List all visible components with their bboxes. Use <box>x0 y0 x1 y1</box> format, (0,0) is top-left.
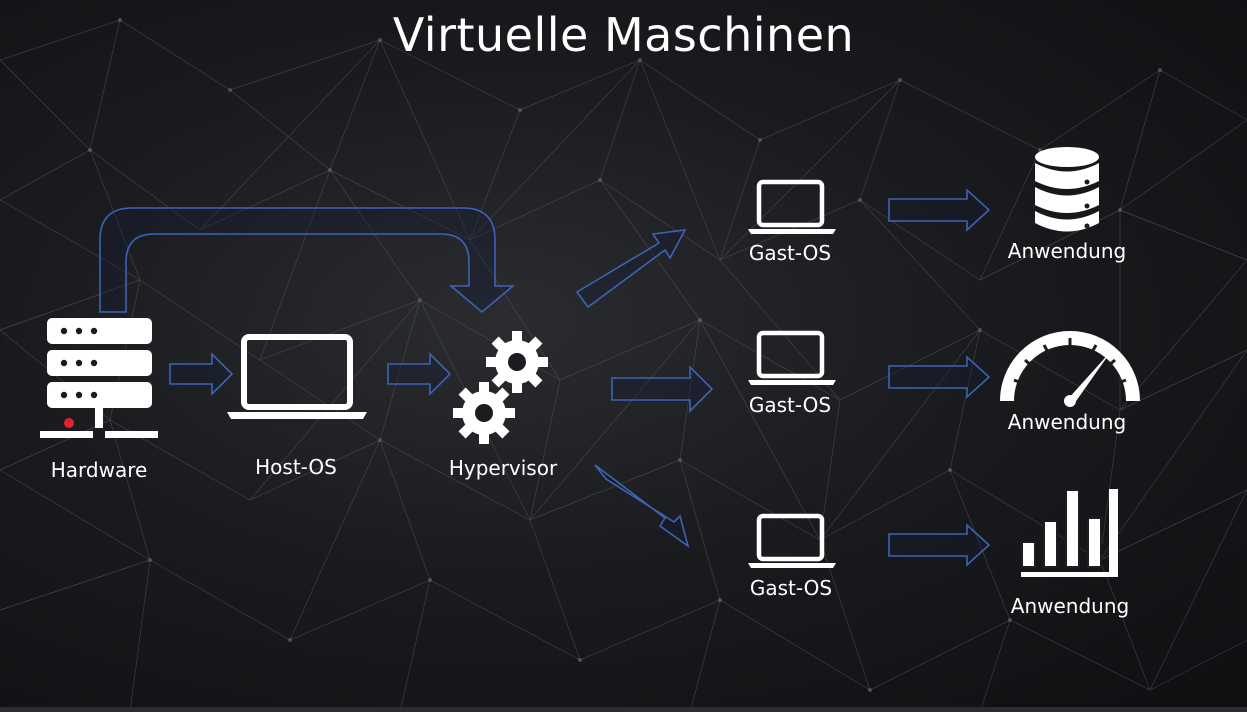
app-label-2: Anwendung <box>1007 410 1127 434</box>
bar-chart-icon <box>1021 489 1118 577</box>
laptop-icon-guest3 <box>748 513 836 568</box>
guest-os-label-2: Gast-OS <box>748 393 832 417</box>
server-icon <box>40 318 158 440</box>
arrow-guest1-app1 <box>888 188 991 232</box>
gears-icon <box>453 331 548 444</box>
hardware-label: Hardware <box>50 458 148 482</box>
laptop-icon-guest1 <box>748 179 836 234</box>
arrow-hardware-hostos <box>169 352 234 396</box>
hypervisor-label: Hypervisor <box>448 456 558 480</box>
laptop-icon-host <box>227 334 367 419</box>
bypass-arrow <box>99 207 516 314</box>
arrow-hostos-hypervisor <box>387 352 452 396</box>
bottom-bar <box>0 707 1247 712</box>
app-label-3: Anwendung <box>1010 594 1130 618</box>
arrow-hypervisor-guest2 <box>611 365 714 413</box>
arrow-guest2-app2 <box>888 355 991 399</box>
guest-os-label-1: Gast-OS <box>748 241 832 265</box>
hardware-led <box>64 418 74 428</box>
database-icon <box>1035 147 1099 232</box>
host-os-label: Host-OS <box>255 455 337 479</box>
arrow-hypervisor-guest1 <box>575 229 687 309</box>
arrow-hypervisor-guest3 <box>594 464 690 548</box>
app-label-1: Anwendung <box>1007 239 1127 263</box>
guest-os-label-3: Gast-OS <box>749 576 833 600</box>
laptop-icon-guest2 <box>748 330 836 385</box>
slide-title: Virtuelle Maschinen <box>392 8 855 62</box>
arrow-guest3-app3 <box>888 523 991 567</box>
speedometer-icon <box>1000 331 1140 407</box>
